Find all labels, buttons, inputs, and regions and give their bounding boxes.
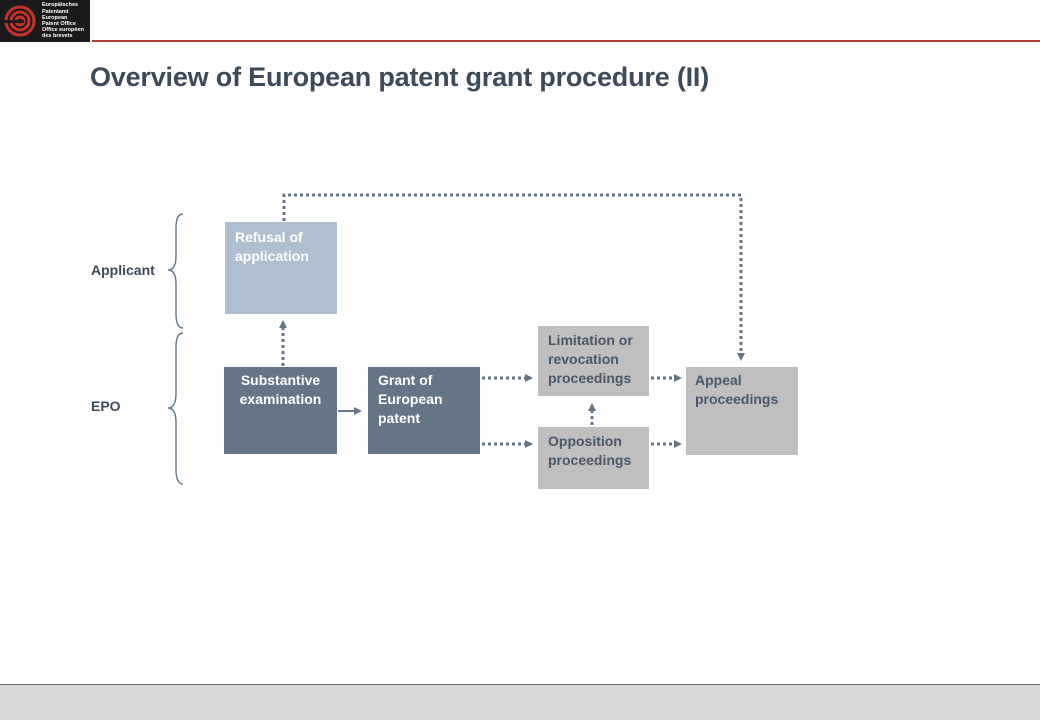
logo-line: Office européen (42, 27, 84, 34)
logo-line: Europäisches (42, 2, 79, 9)
appeal-proceedings-box: Appeal proceedings (686, 367, 798, 455)
epo-label: EPO (91, 398, 121, 414)
arrow-refusal-to-appeal (282, 193, 745, 361)
refusal-of-application-box: Refusal of application (225, 222, 337, 314)
applicant-label: Applicant (91, 262, 155, 278)
logo-line: des brevets (42, 33, 73, 40)
logo-line: Patent Office (42, 21, 76, 27)
epo-brace (167, 332, 184, 485)
grant-of-european-patent-box: Grant of European patent (368, 367, 480, 454)
substantive-examination-box: Substantive examination (224, 367, 337, 454)
logo-text: Europäisches Patentamt European Patent O… (40, 2, 84, 39)
logo-line: European (42, 14, 68, 21)
epo-logo: Europäisches Patentamt European Patent O… (0, 0, 90, 42)
logo-line: Patentamt (42, 8, 69, 15)
epo-logo-icon (4, 5, 36, 37)
header-rule (92, 40, 1040, 42)
limitation-revocation-box: Limitation or revocation proceedings (538, 326, 649, 396)
page-title: Overview of European patent grant proced… (90, 62, 710, 92)
footer-band (0, 684, 1040, 720)
applicant-brace (167, 213, 184, 329)
opposition-proceedings-box: Opposition proceedings (538, 427, 649, 489)
